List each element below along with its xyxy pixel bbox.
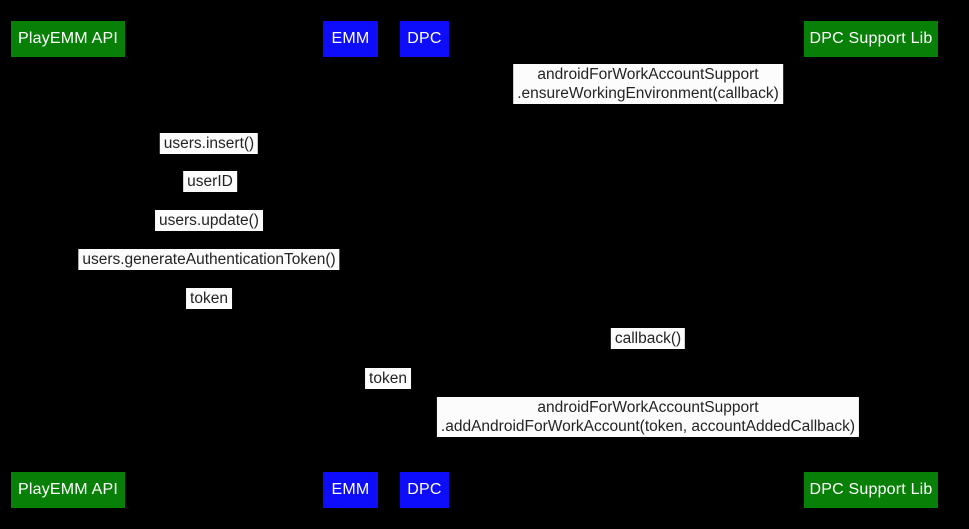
message-users-generate-authentication-token: users.generateAuthenticationToken() (78, 249, 340, 270)
message-users-insert: users.insert() (159, 133, 259, 154)
message-line: androidForWorkAccountSupport (537, 399, 759, 416)
message-line: androidForWorkAccountSupport (537, 66, 759, 83)
actor-dpc-support-lib-top: DPC Support Lib (804, 21, 938, 57)
message-userid: userID (183, 171, 237, 192)
message-token-return: token (186, 288, 232, 309)
actor-playemm-api-bottom: PlayEMM API (11, 472, 125, 508)
message-token-forward: token (365, 368, 411, 389)
message-line: .ensureWorkingEnvironment(callback) (517, 85, 779, 102)
actor-emm-top: EMM (323, 21, 378, 57)
message-add-android-for-work-account: androidForWorkAccountSupport .addAndroid… (436, 397, 860, 437)
actor-dpc-support-lib-bottom: DPC Support Lib (804, 472, 938, 508)
message-line: .addAndroidForWorkAccount(token, account… (440, 418, 856, 435)
message-callback: callback() (610, 328, 686, 349)
actor-dpc-bottom: DPC (400, 472, 449, 508)
message-ensure-working-environment: androidForWorkAccountSupport .ensureWork… (513, 64, 783, 104)
message-users-update: users.update() (155, 210, 263, 231)
actor-dpc-top: DPC (400, 21, 449, 57)
actor-emm-bottom: EMM (323, 472, 378, 508)
actor-playemm-api-top: PlayEMM API (11, 21, 125, 57)
